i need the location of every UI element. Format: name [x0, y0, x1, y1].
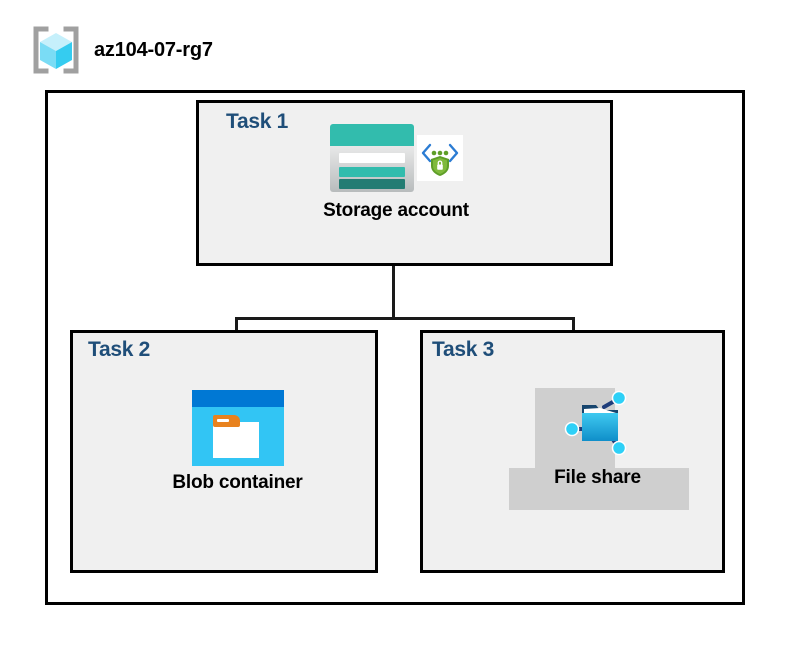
- blob-container-label: Blob container: [172, 472, 303, 493]
- file-share-icon: [560, 385, 636, 461]
- file-share-label-highlight: [509, 468, 689, 510]
- resource-group-name: az104-07-rg7: [94, 38, 213, 61]
- file-share-node[interactable]: File share: [505, 385, 690, 489]
- blob-container-icon: [191, 390, 284, 466]
- connector-storage-trunk: [392, 228, 395, 320]
- storage-account-icon: [329, 124, 414, 192]
- blob-container-node[interactable]: Blob container: [150, 390, 325, 494]
- task-2-label: Task 2: [88, 338, 151, 361]
- resource-group-header: az104-07-rg7: [30, 26, 350, 74]
- file-share-label: File share: [554, 467, 641, 488]
- resource-group-cube-icon: [30, 26, 82, 74]
- private-endpoint-icon: [416, 135, 463, 181]
- storage-account-label: Storage account: [323, 200, 469, 221]
- connector-horizontal-bus: [235, 317, 575, 320]
- task-1-label: Task 1: [226, 110, 289, 133]
- task-3-label: Task 3: [432, 338, 495, 361]
- storage-account-node[interactable]: Storage account: [296, 122, 496, 222]
- storage-account-icon-group: [329, 122, 463, 194]
